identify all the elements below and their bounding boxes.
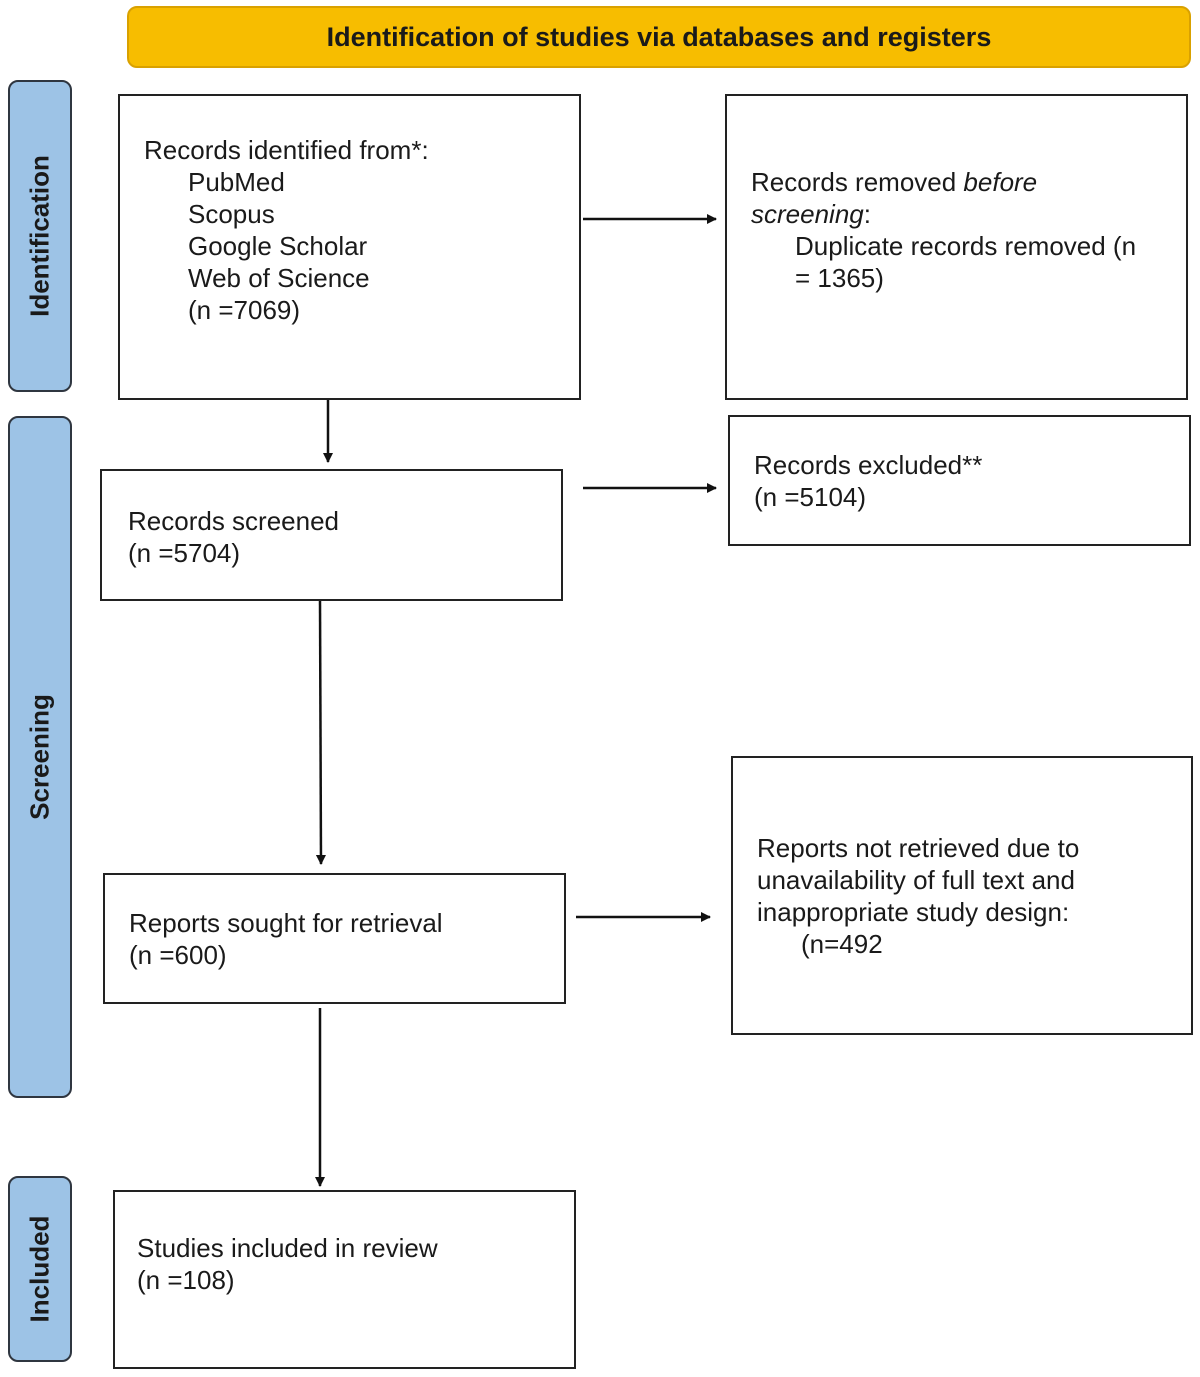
diagram-title-text: Identification of studies via databases …: [326, 21, 992, 52]
duplicates-removed-line2: = 1365): [795, 263, 884, 293]
reports-sought-box: Reports sought for retrieval (n =600): [103, 873, 566, 1004]
studies-included-box: Studies included in review (n =108): [113, 1190, 576, 1369]
stage-included: Included: [8, 1176, 72, 1362]
records-screened-count: (n =5704): [128, 538, 241, 568]
reports-sought-count: (n =600): [129, 940, 227, 970]
records-excluded-count: (n =5104): [754, 482, 867, 512]
source-web-of-science: Web of Science: [188, 263, 370, 293]
records-identified-count: (n =7069): [188, 295, 301, 325]
records-screened-box: Records screened (n =5704): [100, 469, 563, 601]
records-excluded-box: Records excluded** (n =5104): [728, 415, 1191, 546]
studies-included-label: Studies included in review: [137, 1233, 438, 1263]
diagram-title: Identification of studies via databases …: [127, 6, 1191, 68]
reports-sought-label: Reports sought for retrieval: [129, 908, 443, 938]
stage-screening: Screening: [8, 416, 72, 1098]
studies-included-count: (n =108): [137, 1265, 235, 1295]
records-removed-box: Records removed before screening: Duplic…: [725, 94, 1188, 400]
not-retrieved-line3: inappropriate study design:: [757, 897, 1070, 927]
stage-identification: Identification: [8, 80, 72, 392]
records-identified-heading: Records identified from*:: [144, 135, 429, 165]
records-excluded-label: Records excluded**: [754, 450, 983, 480]
records-removed-heading-cont: screening:: [751, 199, 871, 229]
not-retrieved-line1: Reports not retrieved due to: [757, 833, 1080, 863]
duplicates-removed-line1: Duplicate records removed (n: [795, 231, 1137, 261]
not-retrieved-count: (n=492: [801, 929, 883, 959]
source-google-scholar: Google Scholar: [188, 231, 368, 261]
arrow-screened-to-sought: [315, 600, 326, 865]
records-removed-heading: Records removed before: [751, 167, 1038, 197]
not-retrieved-line2: unavailability of full text and: [757, 865, 1075, 895]
records-identified-box: Records identified from*: PubMed Scopus …: [118, 94, 581, 400]
reports-not-retrieved-box: Reports not retrieved due to unavailabil…: [731, 756, 1193, 1035]
source-scopus: Scopus: [188, 199, 275, 229]
records-screened-label: Records screened: [128, 506, 339, 536]
source-pubmed: PubMed: [188, 167, 285, 197]
